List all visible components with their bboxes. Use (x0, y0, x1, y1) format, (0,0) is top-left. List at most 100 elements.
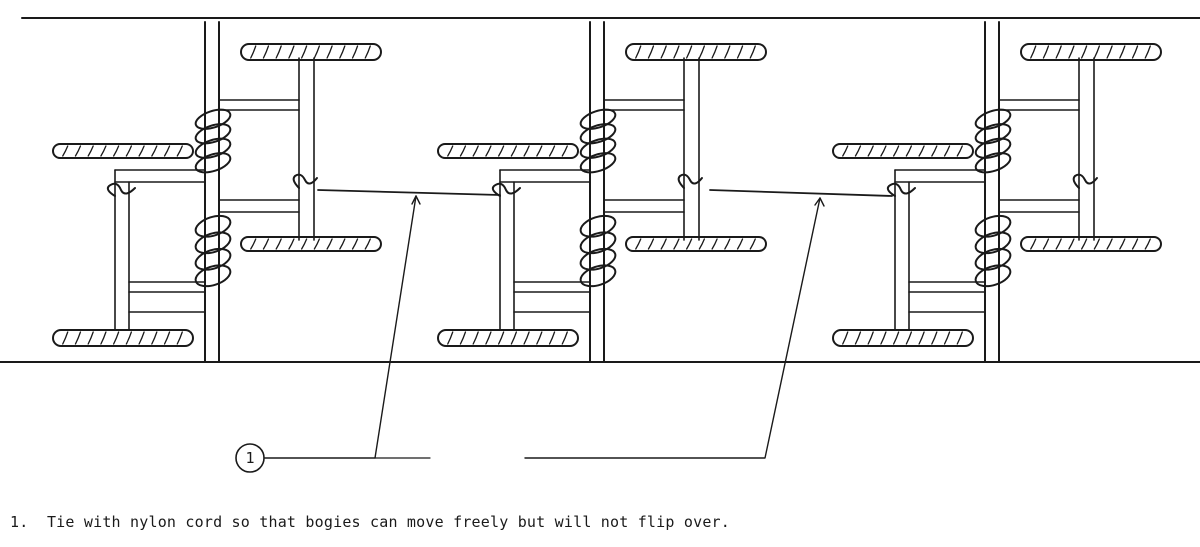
tire-tread (635, 238, 642, 250)
tire-tread (510, 145, 518, 157)
coil-spring (579, 108, 617, 174)
tire-tread (339, 238, 346, 250)
tire (52, 329, 194, 347)
cord-knot (1072, 173, 1098, 189)
spring-coil (974, 152, 1012, 174)
tire-tread (561, 331, 568, 345)
tire (1020, 236, 1162, 252)
cord-knot (491, 182, 521, 197)
tire-tread (749, 238, 756, 250)
tire-tread (1068, 45, 1075, 59)
coil-spring (579, 214, 617, 288)
tire-outline (52, 329, 194, 347)
tire-tread (647, 45, 655, 59)
spring-coil (194, 214, 232, 238)
tire-tread (1042, 45, 1050, 59)
tire-tread (74, 145, 82, 157)
callout-circle (235, 443, 265, 473)
bogie (437, 21, 767, 363)
tire-outline (625, 43, 767, 61)
tire-tread (1068, 238, 1075, 250)
tire-tread (905, 331, 913, 345)
tire-tread (447, 331, 454, 345)
cord-knot (292, 173, 318, 189)
tire-tread (288, 238, 295, 250)
note-number: 1. (10, 513, 29, 531)
tire-tread (956, 145, 963, 157)
tire-tread (711, 45, 718, 59)
tire-tread (1093, 45, 1101, 59)
tire-tread (711, 238, 718, 250)
tire-tread (892, 145, 900, 157)
tire-tread (1144, 45, 1151, 59)
spring-coil (579, 152, 617, 174)
cord-knot (677, 173, 703, 189)
tire-tread (673, 238, 680, 250)
tire-outline (625, 236, 767, 252)
tire-tread (176, 331, 183, 345)
spring-coil (974, 231, 1012, 255)
tire-tread (685, 238, 693, 250)
note-1: 1. Tie with nylon cord so that bogies ca… (10, 513, 730, 531)
tire-tread (749, 45, 756, 59)
spring-coil (974, 264, 1012, 288)
tire-tread (1131, 238, 1139, 250)
tire-tread (536, 145, 543, 157)
tire-tread (867, 145, 874, 157)
tire-tread (736, 238, 744, 250)
tire-tread (250, 45, 257, 59)
tire-tread (943, 331, 951, 345)
tire-tread (300, 45, 308, 59)
tire-tread (1080, 238, 1088, 250)
tire-tread (1030, 238, 1037, 250)
tire-tread (313, 45, 321, 59)
tire-tread (351, 238, 359, 250)
tire-tread (112, 331, 120, 345)
leader-arrow (411, 195, 421, 205)
tire-tread (1119, 45, 1126, 59)
tire-tread (250, 238, 257, 250)
tire-tread (288, 45, 295, 59)
spring-coil (579, 247, 617, 271)
tire-tread (313, 238, 321, 250)
spring-coil (974, 247, 1012, 271)
tire (832, 143, 974, 159)
tire-tread (326, 238, 333, 250)
tire-tread (510, 331, 518, 345)
coil-spring (194, 108, 232, 174)
tire-tread (74, 331, 82, 345)
tire-tread (485, 145, 492, 157)
tire-tread (125, 145, 133, 157)
nylon-cord (317, 189, 501, 196)
tire-tread (275, 238, 282, 250)
tire-tread (660, 45, 667, 59)
leader-line (264, 195, 417, 459)
tire-tread (536, 331, 543, 345)
spring-coil (579, 214, 617, 238)
tire-tread (364, 45, 371, 59)
tire-tread (1106, 238, 1113, 250)
spring-coil (579, 108, 617, 130)
spring-coil (194, 152, 232, 174)
tire-tread (854, 145, 862, 157)
tire-tread (635, 45, 642, 59)
cord-knot (886, 182, 916, 197)
tire-tread (956, 331, 963, 345)
tire-tread (1144, 238, 1151, 250)
tire-tread (459, 145, 467, 157)
tire (832, 329, 974, 347)
tire-tread (100, 331, 107, 345)
spring-coil (579, 231, 617, 255)
tire-tread (364, 238, 371, 250)
tire-tread (459, 331, 467, 345)
tire-tread (472, 331, 479, 345)
tire-tread (548, 331, 556, 345)
tire-tread (905, 145, 913, 157)
tire (240, 236, 382, 252)
tire-tread (943, 145, 951, 157)
tire-tread (485, 331, 492, 345)
callout-number: 1 (245, 449, 254, 467)
tire-tread (351, 45, 359, 59)
spring-coil (579, 264, 617, 288)
